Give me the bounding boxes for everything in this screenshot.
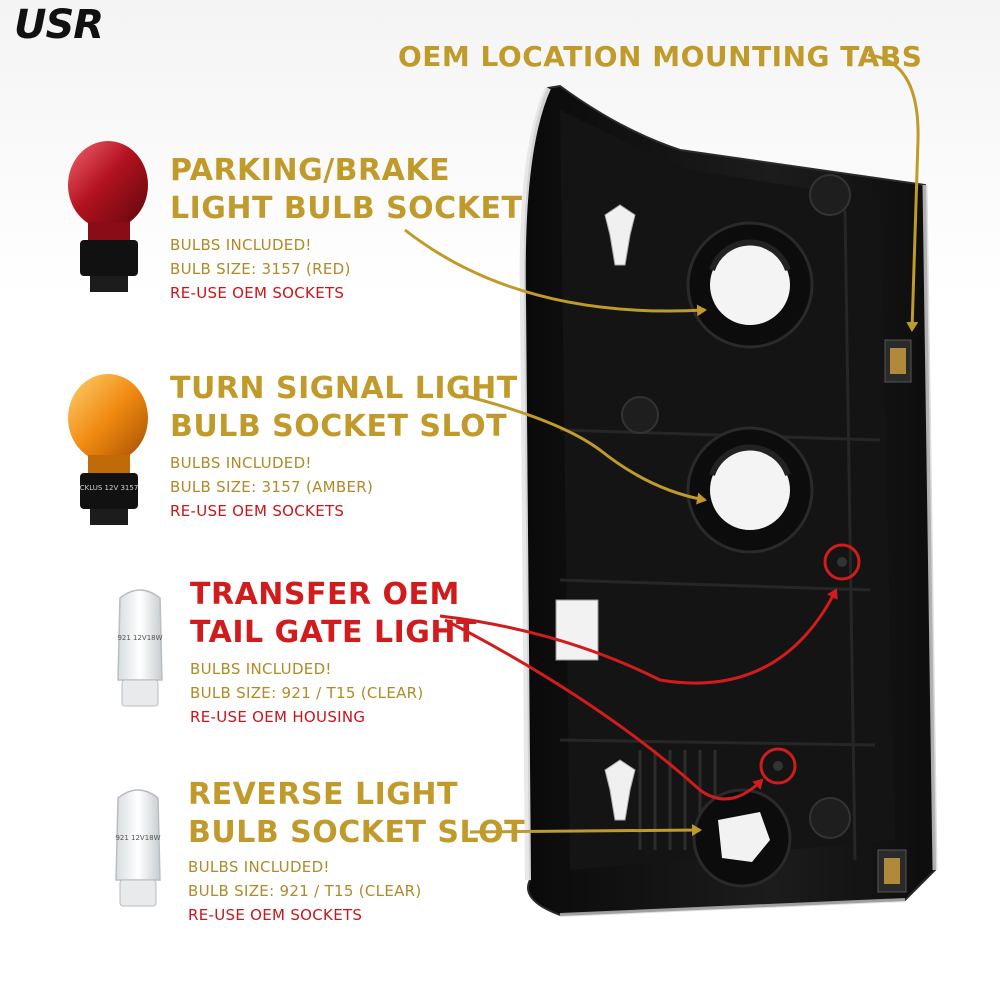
turn-signal-bulbs-included: BULBS INCLUDED!	[170, 454, 312, 472]
tailgate-arrow-upper	[439, 588, 838, 685]
mounting-tabs-title: OEM LOCATION MOUNTING TABS	[398, 40, 923, 73]
clear-bulb-lower-print: 921 12V18W	[115, 834, 160, 842]
turn-signal-arrow	[461, 393, 707, 505]
brand-logo: USR	[14, 2, 104, 48]
reverse-arrow	[469, 824, 702, 837]
push-clips	[604, 204, 636, 821]
parking-brake-reuse: RE-USE OEM SOCKETS	[170, 284, 345, 302]
parking-brake-socket	[686, 221, 814, 349]
tail-gate-reuse: RE-USE OEM HOUSING	[190, 708, 366, 726]
mounting-bosses	[621, 174, 851, 839]
tailgate-wire-highlight-upper	[823, 543, 861, 581]
reverse-bulb-size: BULB SIZE: 921 / T15 (CLEAR)	[188, 882, 422, 900]
tail-gate-bulbs-included: BULBS INCLUDED!	[190, 660, 332, 678]
turn-signal-socket	[686, 426, 814, 554]
parking-brake-bulb-size: BULB SIZE: 3157 (RED)	[170, 260, 351, 278]
mounting-tabs	[877, 339, 912, 893]
tailgate-arrow-lower	[444, 618, 764, 801]
turn-signal-bulb-size: BULB SIZE: 3157 (AMBER)	[170, 478, 374, 496]
reverse-socket	[692, 788, 792, 888]
reverse-bulbs-included: BULBS INCLUDED!	[188, 858, 330, 876]
parking-brake-title: PARKING/BRAKE LIGHT BULB SOCKET	[170, 153, 523, 226]
tail-gate-bulb-size: BULB SIZE: 921 / T15 (CLEAR)	[190, 684, 424, 702]
mounting-tabs-arrow	[867, 53, 920, 332]
tail-gate-title: TRANSFER OEM TAIL GATE LIGHT	[190, 577, 477, 650]
clear-bulb-upper-print: 921 12V18W	[117, 634, 162, 642]
parking-brake-bulbs-included: BULBS INCLUDED!	[170, 236, 312, 254]
reverse-title: REVERSE LIGHT BULB SOCKET SLOT	[188, 777, 526, 850]
reverse-reuse: RE-USE OEM SOCKETS	[188, 906, 363, 924]
tailgate-wire-highlight-lower	[759, 747, 797, 785]
clear-921-bulb-upper	[117, 589, 163, 707]
amber-3157-bulb	[68, 374, 148, 525]
clear-921-bulb-lower	[115, 789, 161, 907]
red-3157-bulb	[68, 141, 148, 292]
turn-signal-reuse: RE-USE OEM SOCKETS	[170, 502, 345, 520]
parking-brake-arrow	[404, 228, 707, 317]
turn-signal-title: TURN SIGNAL LIGHT BULB SOCKET SLOT	[170, 371, 518, 444]
amber-bulb-print: CKLUS 12V 3157	[80, 484, 139, 492]
